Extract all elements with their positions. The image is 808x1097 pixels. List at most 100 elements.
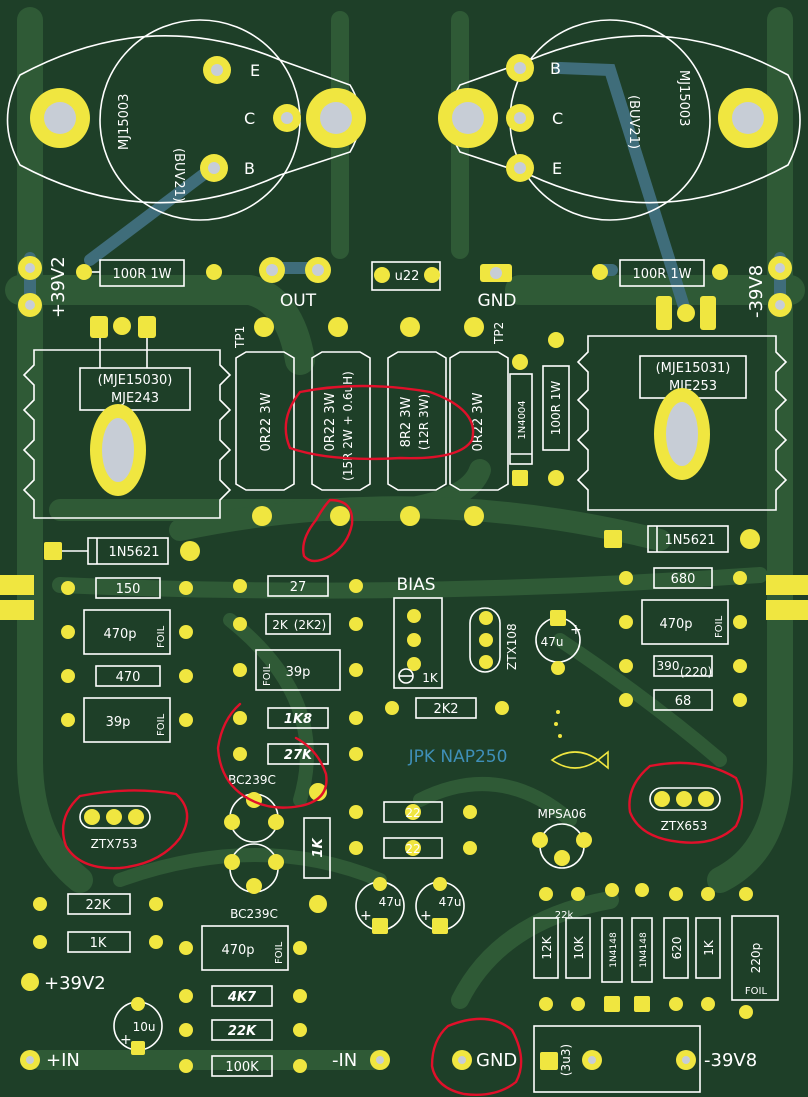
pin-label-b-left: B (244, 159, 255, 178)
diodes-1n5621: 1N5621 1N5621 (44, 525, 760, 565)
driver-transistor-left: (MJE15030) MJE243 (22, 316, 232, 519)
res-2k: 2K (272, 618, 289, 632)
foil-label-mid: FOIL (262, 663, 273, 686)
rail-minus-top: -39V8 (746, 265, 767, 318)
res-10k: 10K (572, 935, 586, 959)
ztx653-label: ZTX653 (661, 819, 708, 833)
res-390-alt: (220) (680, 665, 712, 679)
ztx108-label: ZTX108 (505, 623, 519, 670)
bc239c-top: BC239C (228, 773, 276, 787)
cap-39p-left: 39p (106, 715, 131, 730)
foil-label-left-2: FOIL (156, 713, 167, 736)
res-150: 150 (116, 582, 141, 597)
foil-label-left-1: FOIL (156, 625, 167, 648)
res-100k: 100K (225, 1060, 259, 1075)
label-tp2: TP2 (492, 322, 506, 345)
part-mj15003-right: MJ15003 (676, 70, 691, 126)
foil-label-br: FOIL (745, 986, 768, 997)
res-1k-bottom: 1K (90, 936, 107, 951)
foil-label-right: FOIL (714, 615, 725, 638)
cap-plus-sign: + (570, 622, 582, 638)
diode-1n4148-1: 1N4148 (609, 932, 619, 968)
ztx753-label: ZTX753 (91, 837, 138, 851)
bias-pot-1k: 1K (422, 671, 439, 685)
res-100r-vertical: 100R 1W (549, 381, 563, 436)
pin-label-e-left: E (250, 61, 260, 80)
bottom-left-parts: 22K 1K +39V2 10u + +IN 470p FOIL 4K7 22K… (20, 893, 517, 1077)
res-power-2-line1: 0R22 3W (323, 392, 338, 451)
res-1k-vertical: 1K (311, 838, 326, 858)
cap-10u-plus: + (120, 1032, 132, 1048)
bottom-right-parts: 12K 10K 22k 1N4148 1N4148 620 1K 220p FO… (533, 883, 779, 1093)
res-power-2-line2: (15R 2W + 0.6uH) (341, 371, 355, 481)
label-tp1: TP1 (233, 326, 247, 349)
res-620: 620 (670, 937, 684, 960)
edge-pads (0, 575, 808, 620)
cap-47u-1: 47u (379, 895, 402, 909)
res-27: 27 (290, 580, 307, 595)
res-22a: 22 (405, 806, 420, 820)
cap-470p-bottom: 470p (221, 943, 254, 958)
board-title-text: JPK NAP250 (408, 747, 508, 767)
pin-label-b-right: B (550, 59, 561, 78)
res-power-3-line2: (12R 3W) (417, 394, 431, 450)
res-22k-b: 22K (228, 1024, 257, 1039)
right-column-parts: 1N4004 100R 1W (509, 332, 570, 486)
cap-39p-mid: 39p (286, 665, 311, 680)
pin-label-c-left: C (244, 109, 255, 128)
diode-1n4148-2: 1N4148 (639, 932, 649, 968)
res-68: 68 (675, 694, 692, 709)
res-470: 470 (116, 670, 141, 685)
pin-label-e-right: E (552, 159, 562, 178)
label-bias: BIAS (396, 575, 435, 595)
left-small-parts: 150 470p FOIL 470 39p FOIL (61, 577, 193, 743)
top-row: +39V2 100R 1W OUT u22 GND 100R 1W -39V8 … (18, 256, 792, 349)
part-mj15003-left: MJ15003 (117, 94, 132, 150)
part-buv21-right: (BUV21) (626, 95, 641, 149)
res-power-4-line1: 0R22 3W (471, 392, 486, 451)
bc239c-bottom: BC239C (230, 907, 278, 921)
cap-47u-2: 47u (439, 895, 462, 909)
res-12k: 12K (540, 935, 554, 959)
diode-1n5621-left: 1N5621 (108, 545, 159, 560)
res-680: 680 (671, 572, 696, 587)
cap-u22: u22 (395, 269, 420, 284)
res-1k-br: 1K (702, 939, 716, 956)
ztx753: ZTX753 (79, 805, 151, 851)
res-100r-left: 100R 1W (112, 267, 171, 282)
foil-label-bottom-left: FOIL (274, 941, 285, 964)
res-2k-alt: (2K2) (294, 618, 327, 632)
label-plus-in: +IN (46, 1050, 80, 1071)
bottom-47u-caps: 47u + 47u + (355, 877, 465, 934)
cap-220p: 220p (749, 943, 763, 974)
cap-47u-1-plus: + (360, 908, 372, 924)
cap-3u3: (3u3) (559, 1044, 573, 1076)
power-resistors: 0R22 3W 0R22 3W (15R 2W + 0.6uH) 8R2 3W … (235, 351, 509, 526)
cap-10u: 10u (133, 1020, 156, 1034)
res-2k2-bias: 2K2 (433, 702, 458, 717)
driver-left-alt: (MJE15030) (98, 373, 173, 388)
res-27k: 27K (284, 748, 313, 763)
red-annotations (61, 384, 744, 1096)
power-transistor-left: E C B MJ15003 (BUV21) (6, 19, 366, 221)
part-buv21-left: (BUV21) (171, 148, 186, 202)
rail-plus-top: +39V2 (48, 256, 69, 318)
rail-plus-bottom: +39V2 (44, 973, 106, 994)
right-small-parts: 680 470p FOIL 390 (220) 68 ZTX653 MPSA06 (532, 567, 747, 869)
cap-470p-left: 470p (103, 627, 136, 642)
res-power-3-line1: 8R2 3W (399, 396, 414, 447)
label-minus-in: -IN (332, 1050, 357, 1071)
res-22b: 22 (405, 842, 420, 856)
res-390: 390 (657, 659, 680, 673)
power-transistor-right: B C E MJ15003 (BUV21) (438, 19, 801, 221)
driver-right-alt: (MJE15031) (656, 361, 731, 376)
cap-47u-bias: 47u (541, 635, 564, 649)
res-1k8: 1K8 (284, 712, 312, 727)
label-gnd-bottom: GND (476, 1050, 517, 1071)
res-power-1-line1: 0R22 3W (259, 392, 274, 451)
driver-transistor-right: (MJE15031) MJE253 (576, 296, 788, 511)
bias-section: BIAS 1K 2K2 ZTX108 47u + (385, 575, 582, 719)
label-gnd-top: GND (478, 291, 517, 311)
res-100r-right: 100R 1W (632, 267, 691, 282)
